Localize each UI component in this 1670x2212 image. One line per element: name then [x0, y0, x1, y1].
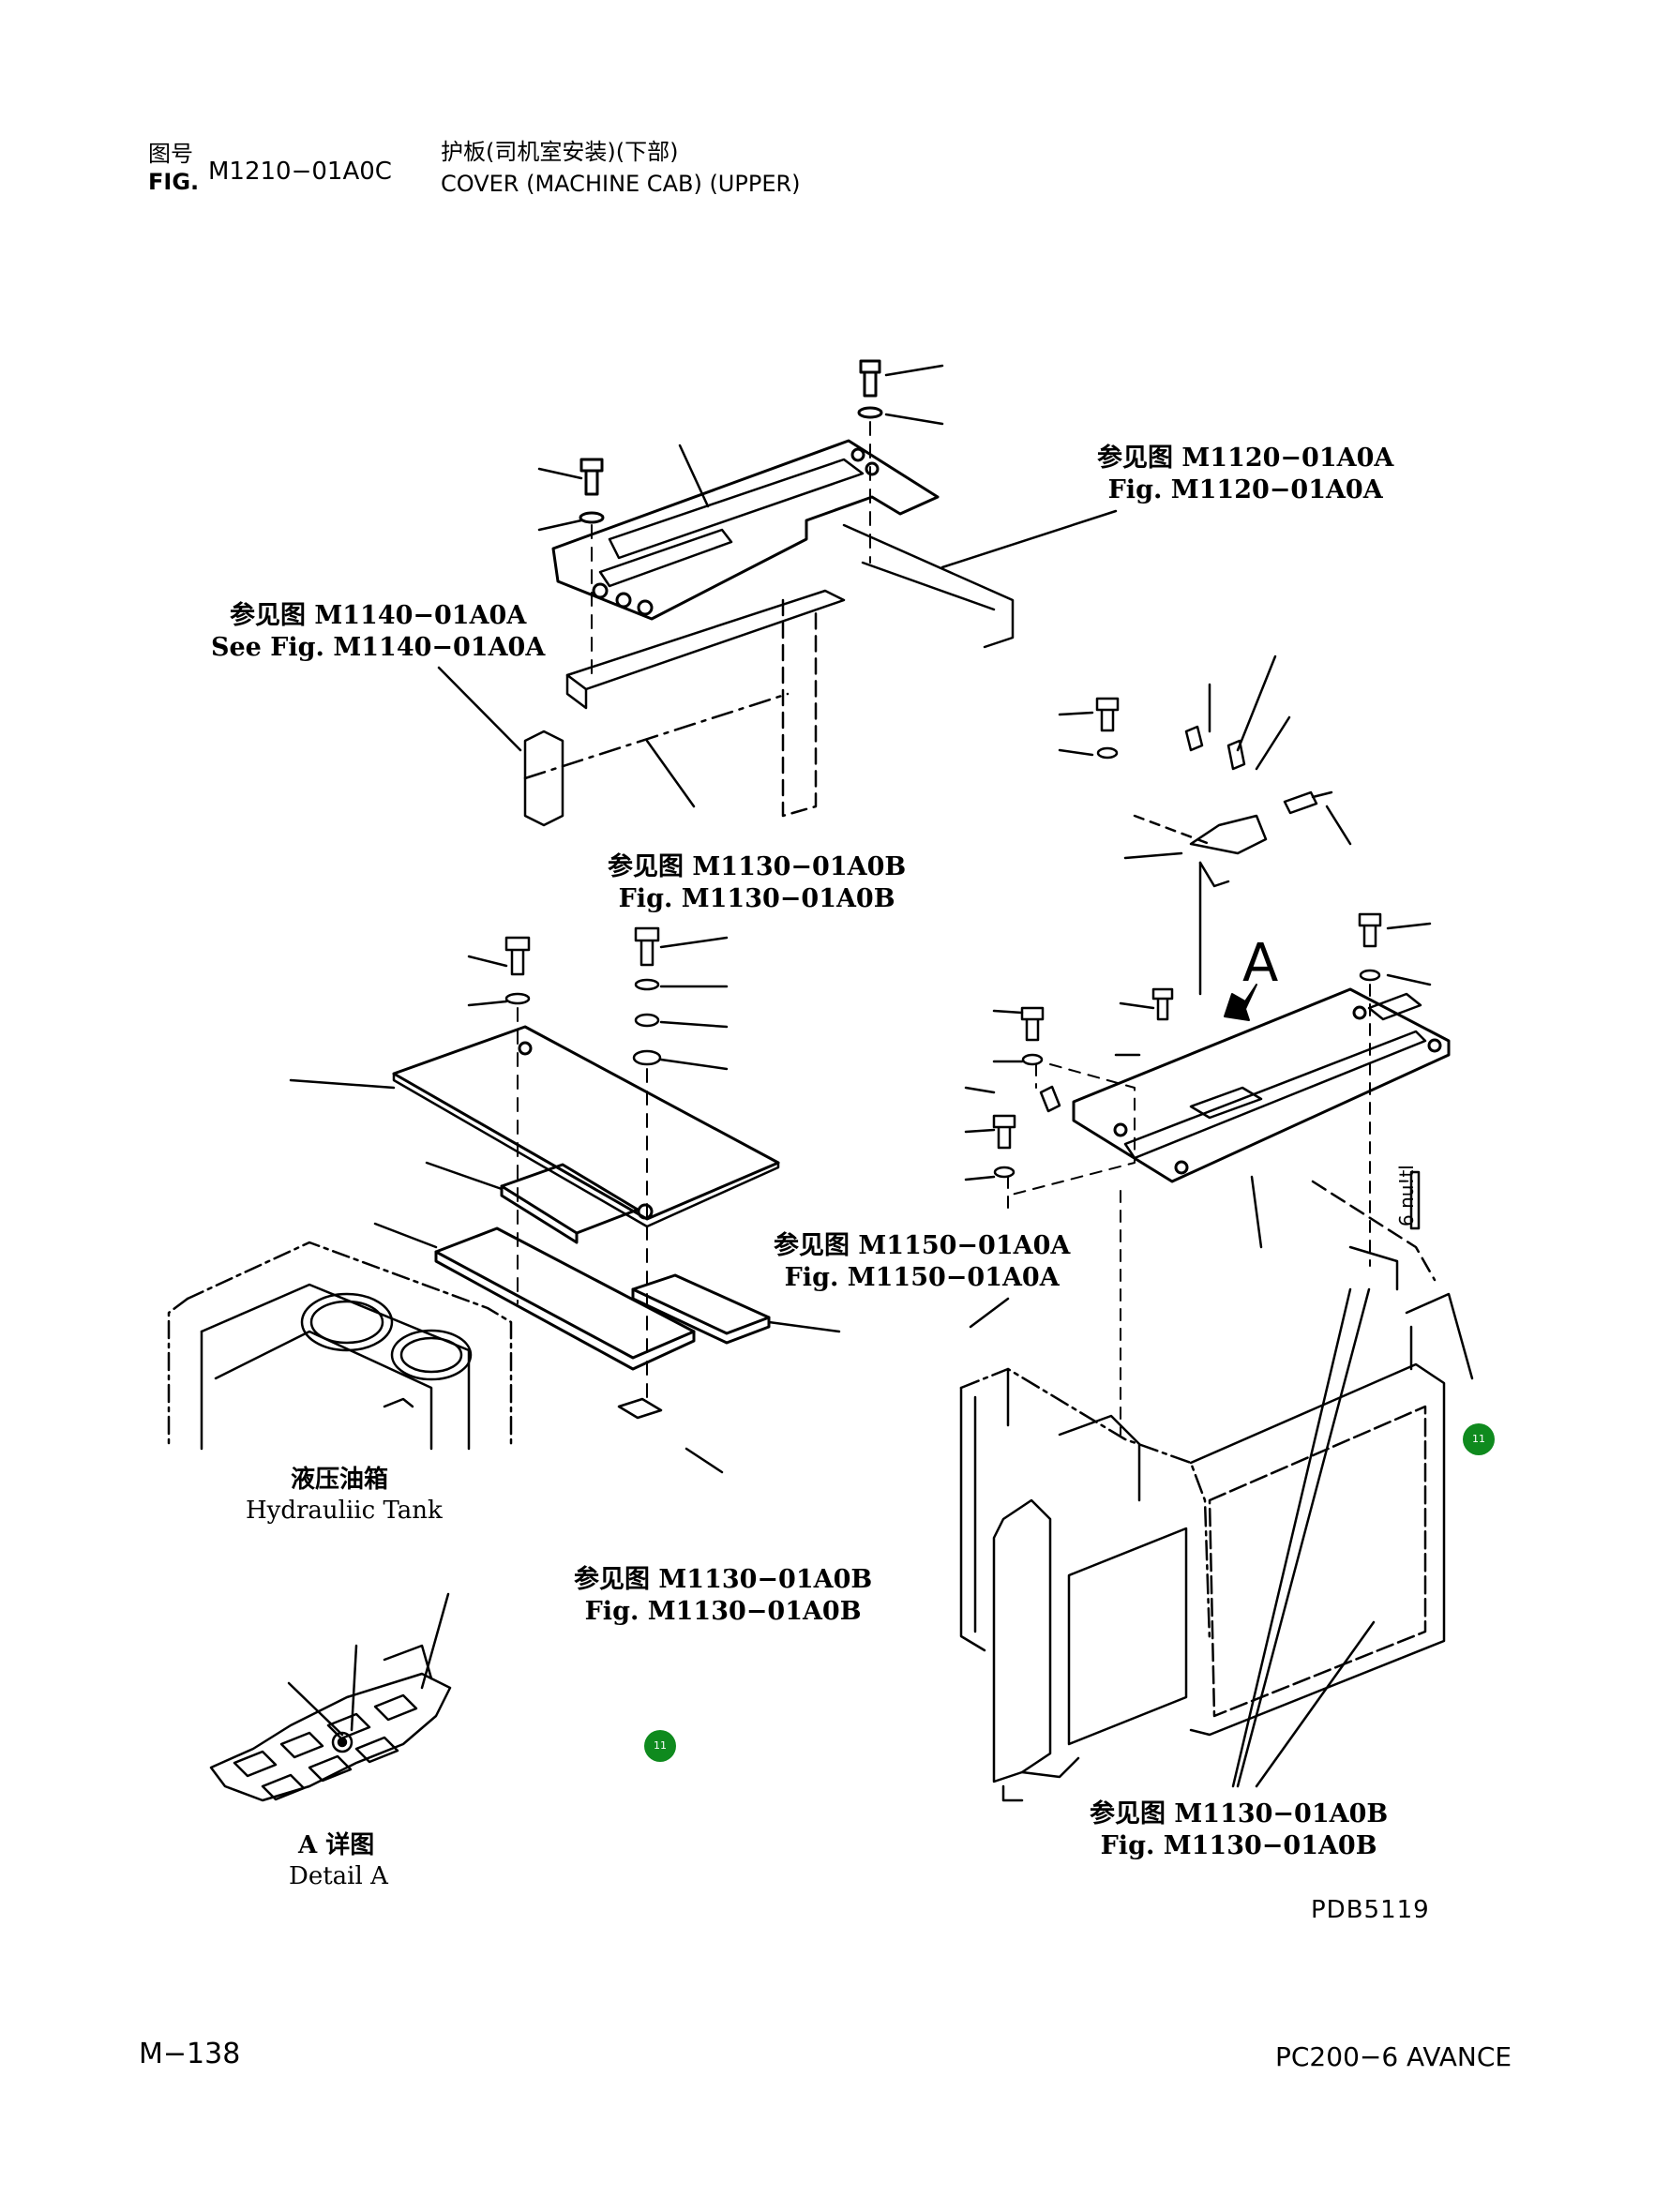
reference-cn: 参见图 M1130−01A0B	[1090, 1799, 1389, 1828]
marker-badge[interactable]: 11	[644, 1730, 676, 1762]
reference-m1140: 参见图 M1140−01A0A See Fig. M1140−01A0A	[211, 600, 545, 664]
lock-mechanism	[1058, 655, 1352, 996]
right-plate-bolts	[964, 912, 1432, 1249]
bolt-icon	[579, 359, 883, 524]
reference-en: Fig. M1130−01A0B	[1100, 1831, 1377, 1860]
upper-cover-plate	[551, 439, 940, 621]
title-en: COVER (MACHINE CAB) (UPPER)	[441, 171, 801, 197]
reference-en: Fig. M1130−01A0B	[584, 1597, 862, 1626]
left-plate-bolts	[289, 926, 841, 1333]
reference-cn: 参见图 M1140−01A0A	[229, 601, 527, 630]
reference-cn: 参见图 M1130−01A0B	[608, 852, 907, 881]
tank-label-en: Hydrauliic Tank	[246, 1497, 443, 1525]
right-assembly-lines	[1007, 984, 1371, 1436]
right-cover-plate	[1072, 984, 1451, 1183]
reference-m1130-upper: 参见图 M1130−01A0B Fig. M1130−01A0B	[608, 851, 906, 915]
reference-en: Fig. M1150−01A0A	[784, 1263, 1060, 1292]
reference-en: Fig. M1130−01A0B	[618, 884, 895, 913]
leader-lines-lower	[685, 1287, 1376, 1788]
drawing-code: PDB5119	[1311, 1896, 1430, 1924]
tank-label-cn: 液压油箱	[291, 1466, 389, 1494]
reference-m1150: 参见图 M1150−01A0A Fig. M1150−01A0A	[774, 1230, 1070, 1294]
side-callout: 6 nu!tl	[1395, 1165, 1418, 1226]
reference-m1120: 参见图 M1120−01A0A Fig. M1120−01A0A	[1097, 443, 1393, 506]
model-name: PC200−6 AVANCE	[1275, 2041, 1512, 2072]
figure-label-cn: 图号	[148, 141, 193, 167]
figure-number: M1210−01A0C	[208, 158, 392, 186]
detail-a	[209, 1592, 452, 1802]
left-cover-plate	[392, 1025, 780, 1371]
marker-badge[interactable]: 11	[1463, 1423, 1495, 1455]
cab-frame-lower	[959, 1170, 1474, 1802]
hydraulic-tank	[167, 1241, 663, 1451]
assembly-lines	[591, 421, 871, 676]
reference-m1130-lower: 参见图 M1130−01A0B Fig. M1130−01A0B	[1090, 1798, 1388, 1862]
detail-a-label-cn: A 详图	[298, 1831, 375, 1859]
detail-a-label-en: Detail A	[289, 1862, 388, 1890]
leader-lines	[437, 364, 1118, 808]
title-cn: 护板(司机室安装)(下部)	[441, 139, 679, 165]
reference-cn: 参见图 M1130−01A0B	[574, 1565, 873, 1594]
reference-cn: 参见图 M1120−01A0A	[1097, 444, 1394, 473]
view-a-label: A	[1242, 933, 1279, 994]
left-assembly-lines	[517, 1007, 648, 1407]
reference-cn: 参见图 M1150−01A0A	[774, 1231, 1071, 1260]
page-number: M−138	[139, 2038, 241, 2070]
figure-label-en: FIG.	[148, 169, 200, 195]
cab-frame-upper	[523, 523, 1015, 827]
reference-en: See Fig. M1140−01A0A	[211, 633, 546, 662]
reference-m1130-middle: 参见图 M1130−01A0B Fig. M1130−01A0B	[574, 1564, 872, 1628]
reference-en: Fig. M1120−01A0A	[1107, 475, 1383, 504]
